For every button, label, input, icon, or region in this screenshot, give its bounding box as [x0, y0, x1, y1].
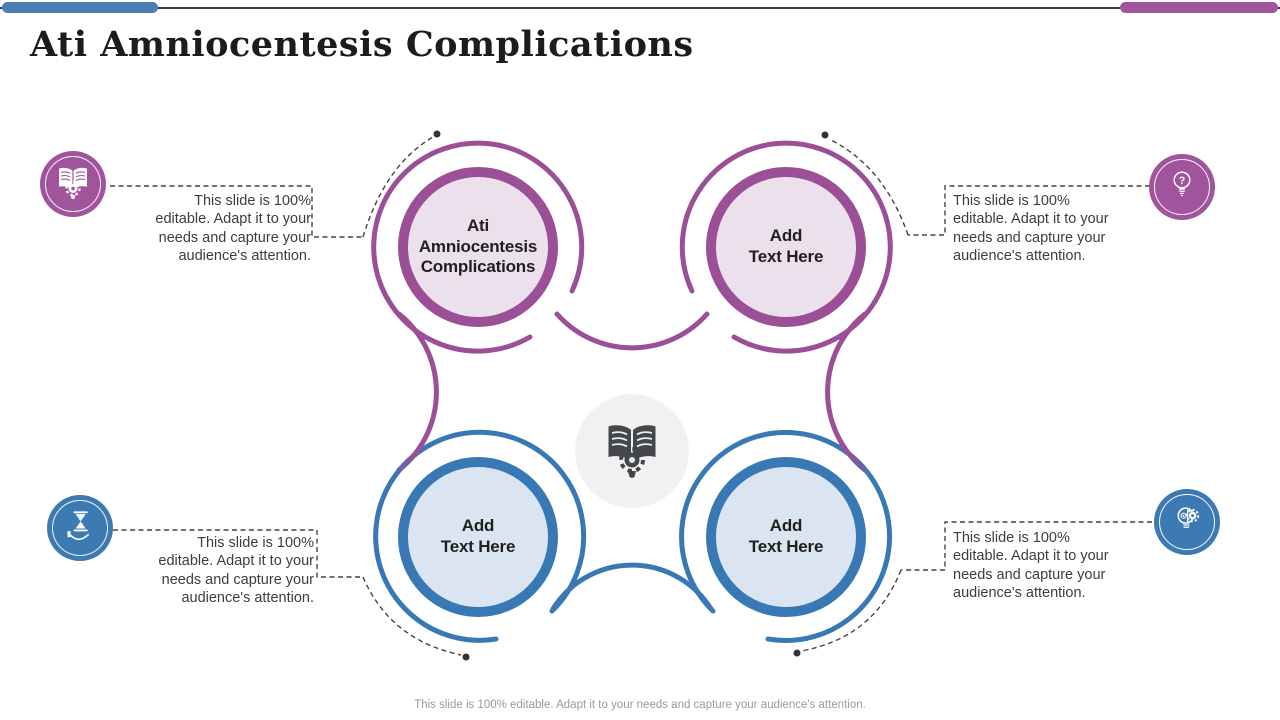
- swoosh-rings: [371, 140, 893, 643]
- bulb-gear-icon: [1167, 500, 1207, 545]
- dot-bottom-left: [462, 653, 470, 661]
- footer-note: This slide is 100% editable. Adapt it to…: [414, 699, 866, 711]
- book-gear-bulb-icon: [600, 417, 664, 486]
- connector-bottom-left: [113, 529, 363, 578]
- circle-bottom-left-label: Add Text Here: [440, 516, 516, 556]
- circle-top-left[interactable]: Ati Amniocentesis Complications: [398, 167, 558, 327]
- bridge-left: [396, 311, 439, 473]
- connector-arc-top-right: [828, 138, 909, 236]
- callout-text-top-left: This slide is 100% editable. Adapt it to…: [155, 193, 311, 264]
- book-gear-bulb-icon: [54, 163, 92, 206]
- circle-bottom-right[interactable]: Add Text Here: [706, 457, 866, 617]
- ring-bottom-right: [679, 430, 892, 643]
- svg-text:?: ?: [1179, 174, 1185, 186]
- connector-arc-bottom-right: [800, 569, 902, 652]
- bridge-top: [554, 311, 710, 351]
- callout-text-bottom-right: This slide is 100% editable. Adapt it to…: [953, 530, 1109, 601]
- bridge-bottom: [550, 562, 714, 612]
- bridge-right: [825, 311, 868, 473]
- connector-dots: [433, 130, 829, 661]
- connector-bottom-right: [901, 521, 1152, 571]
- connector-arc-top-left: [362, 136, 434, 238]
- circle-top-left-label: Ati Amniocentesis Complications: [418, 215, 538, 277]
- circle-bottom-left[interactable]: Add Text Here: [398, 457, 558, 617]
- callout-text-top-right: This slide is 100% editable. Adapt it to…: [953, 193, 1109, 264]
- ring-bottom-left: [373, 429, 587, 643]
- circle-top-right-label: Add Text Here: [748, 226, 824, 266]
- connector-arc-bottom-left: [362, 576, 462, 656]
- connector-top-right: [908, 185, 1150, 236]
- dot-top-right: [821, 131, 829, 139]
- ring-top-right: [679, 140, 893, 354]
- dot-top-left: [433, 130, 441, 138]
- bulb-question-icon: ?: [1162, 165, 1202, 210]
- callout-text-bottom-left: This slide is 100% editable. Adapt it to…: [158, 535, 314, 606]
- circle-top-right[interactable]: Add Text Here: [706, 167, 866, 327]
- ring-top-left: [371, 140, 585, 354]
- badge-top-right: ?: [1149, 154, 1215, 220]
- center-icon-circle: [575, 394, 689, 508]
- page-title: Ati Amniocentesis Complications: [30, 24, 694, 65]
- badge-bottom-left: [47, 495, 113, 561]
- top-accent-bar-purple: [1120, 2, 1278, 13]
- badge-bottom-right: [1154, 489, 1220, 555]
- top-divider-line: [0, 7, 1280, 9]
- hourglass-hand-icon: [60, 506, 100, 551]
- dashed-connectors: [110, 136, 1152, 656]
- top-accent-bar-blue: [2, 2, 158, 13]
- circle-bottom-right-label: Add Text Here: [748, 516, 824, 556]
- badge-top-left: [40, 151, 106, 217]
- dot-bottom-right: [793, 649, 801, 657]
